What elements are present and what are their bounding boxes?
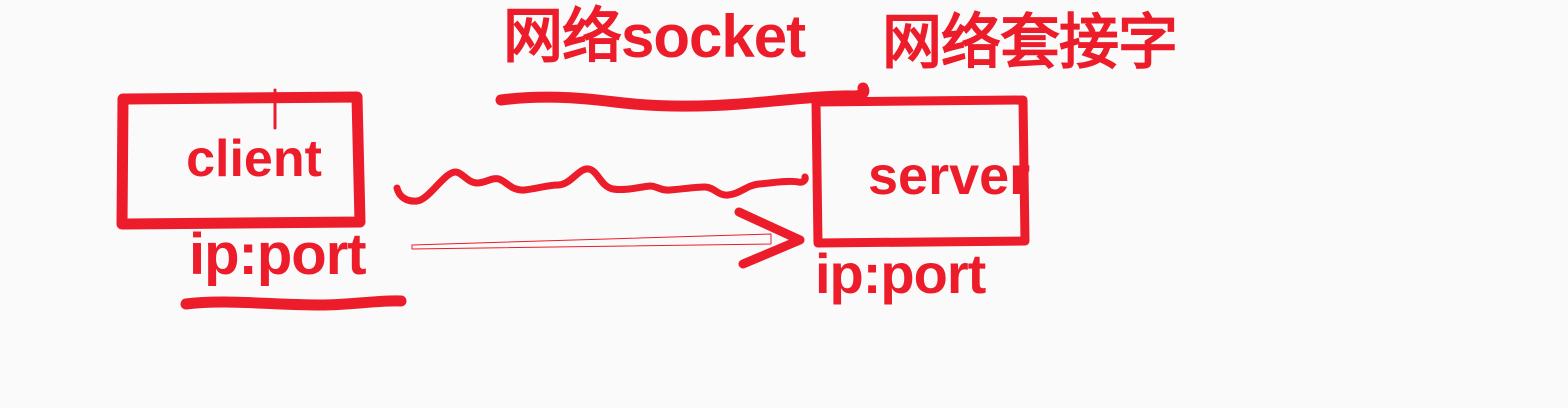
server-ip-port-label: ip:port: [815, 242, 986, 305]
socket-label-translation: 网络套接字: [882, 9, 1178, 76]
server-box-outline: [811, 95, 1030, 248]
connection-arrowhead: [734, 207, 805, 269]
client-box-outline: [116, 91, 366, 230]
connection-arrow-shaft: [411, 233, 772, 250]
connection-squiggle: [393, 165, 809, 205]
server-box-label: server: [868, 146, 1031, 206]
socket-label: 网络socket: [503, 3, 806, 70]
client-box-label: client: [186, 130, 322, 188]
client-ip-port-label: ip:port: [189, 222, 367, 287]
socket-label-underline: [495, 82, 870, 112]
client-address-underline: [180, 295, 407, 311]
